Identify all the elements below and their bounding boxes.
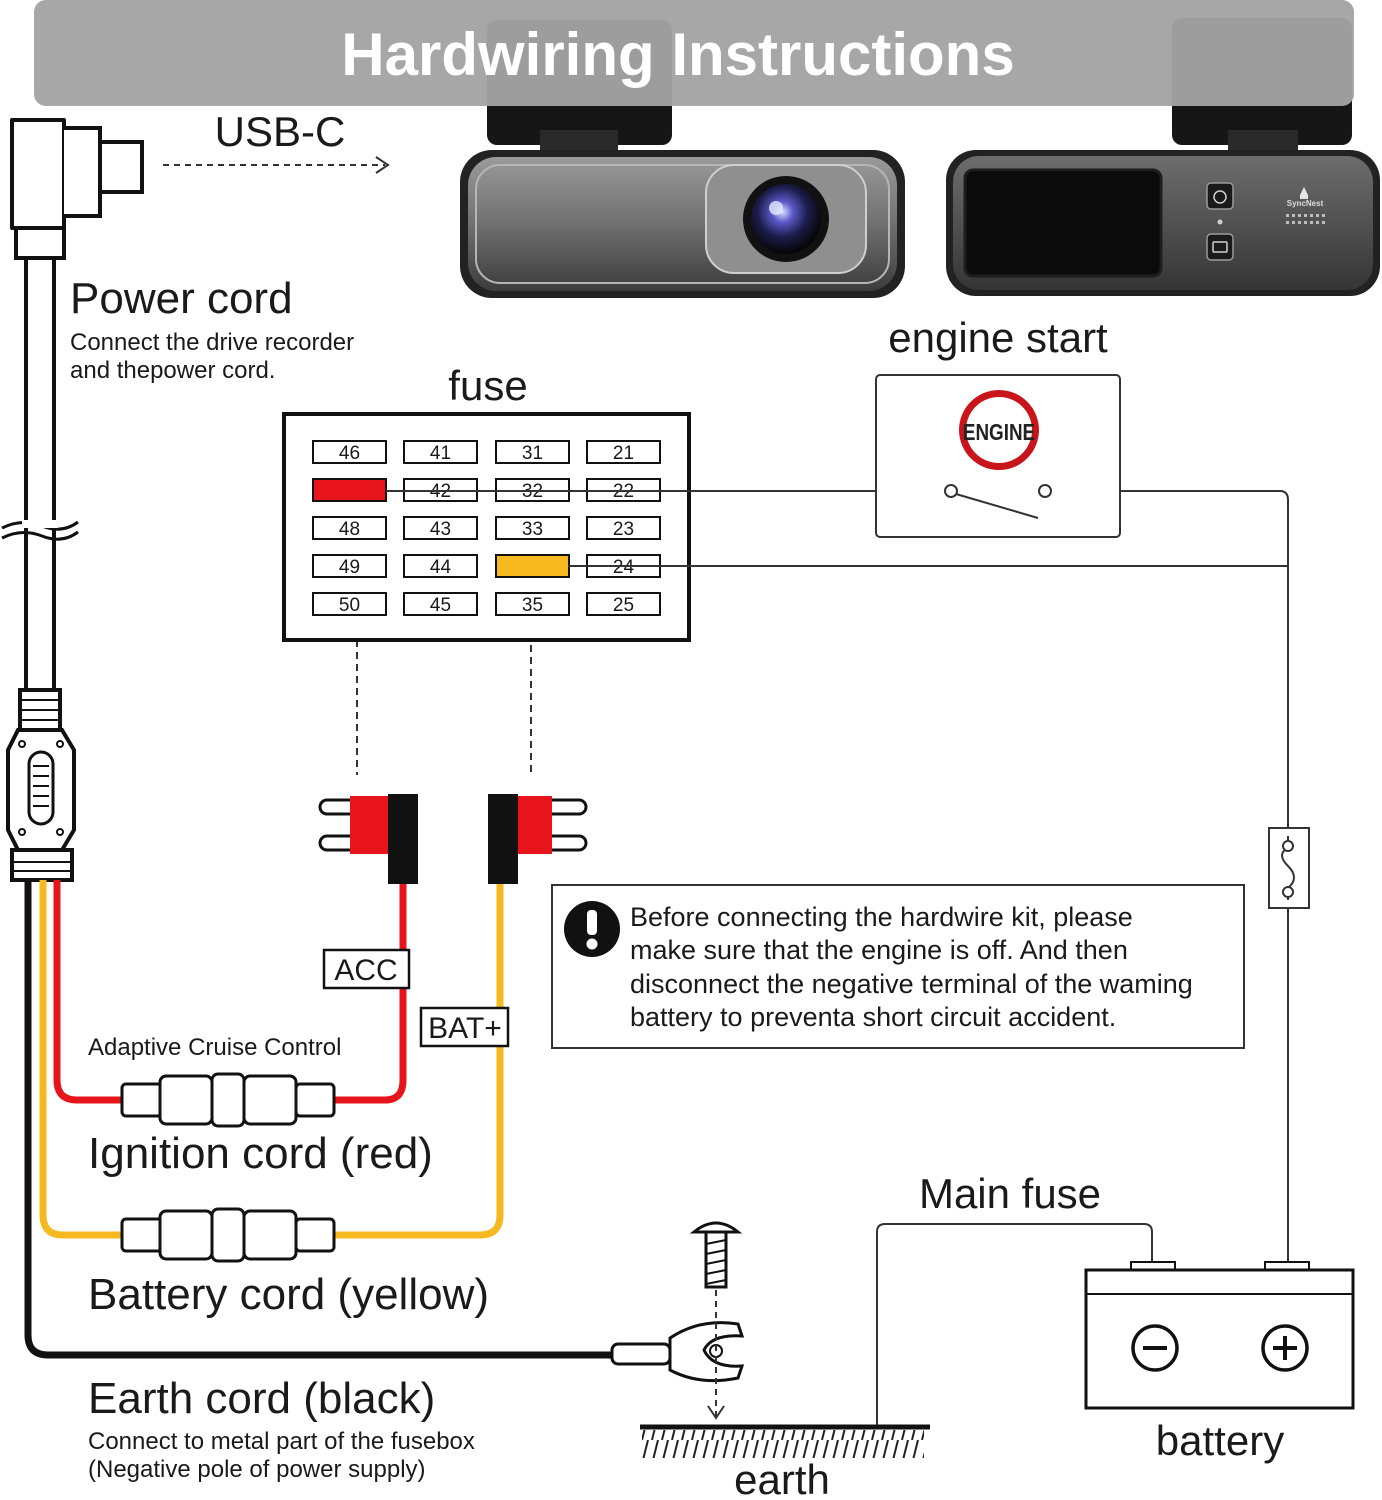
negative-lead-line — [876, 1223, 1153, 1425]
fuse-slot — [403, 554, 478, 578]
inline-fuse-yellow — [120, 1207, 336, 1263]
battery-label: battery — [1156, 1417, 1284, 1464]
page-title: Hardwiring Instructions — [341, 21, 1014, 88]
fuse-slot — [586, 440, 661, 464]
arrow-down-icon — [707, 1405, 725, 1420]
power-cable — [1, 256, 79, 882]
arrow-right-icon — [375, 156, 390, 174]
power-cord-title: Power cord — [70, 274, 293, 323]
fuse-tap-acc — [318, 794, 418, 884]
main-fuse-symbol — [1268, 827, 1310, 909]
fuse-tap-bat — [488, 794, 588, 884]
fuse-slot — [403, 440, 478, 464]
car-battery — [1084, 1261, 1355, 1410]
battery-wire-yellow-left — [39, 880, 122, 1239]
acc-tag — [322, 948, 411, 990]
usb-c-connector — [10, 118, 144, 260]
warning-line-3: disconnect the negative terminal of the … — [630, 969, 1193, 999]
fuse-slot — [312, 516, 387, 540]
switch-symbol — [944, 484, 1052, 519]
fuse-slot — [403, 516, 478, 540]
fuse-box-label: fuse — [448, 362, 527, 409]
ignition-cord-label: Ignition cord (red) — [88, 1129, 433, 1178]
fuse-slot — [312, 554, 387, 578]
warning-box — [551, 884, 1245, 1049]
fuse-slot-number: 50 — [339, 595, 360, 616]
exclamation-icon — [564, 901, 620, 957]
engine-start-label: engine start — [888, 314, 1108, 361]
fuse-slot-number: 49 — [339, 557, 360, 578]
fuse-slot-number: 41 — [430, 443, 451, 464]
bat-tag-label: BAT+ — [428, 1012, 502, 1045]
fuse-slot-number: 44 — [430, 557, 452, 578]
brand-label: SyncNest — [1287, 199, 1324, 208]
title-bar — [34, 0, 1354, 106]
fuse-slot — [312, 440, 387, 464]
fuse-slot — [495, 440, 570, 464]
inline-fuse-red — [120, 1072, 336, 1128]
bat-tag — [419, 1006, 510, 1048]
fuse-slot — [312, 592, 387, 616]
fuse-slot-number: 25 — [613, 595, 634, 616]
fuse-slot-number: 43 — [430, 519, 451, 540]
positive-terminal-icon — [1261, 1324, 1309, 1372]
earth-wire-black — [24, 880, 612, 1359]
fuse-slot-highlighted — [495, 554, 570, 578]
battery-wire-yellow-right — [334, 880, 504, 1239]
fuse-slot — [586, 516, 661, 540]
earth-label: earth — [734, 1456, 830, 1500]
fuse-slot-number: 45 — [430, 595, 451, 616]
fuse-slot-number: 48 — [339, 519, 360, 540]
warning-line-1: Before connecting the hardwire kit, plea… — [630, 902, 1133, 932]
battery-cord-label: Battery cord (yellow) — [88, 1270, 489, 1319]
earth-cord-desc-line2: (Negative pole of power supply) — [88, 1456, 426, 1483]
negative-terminal-icon — [1131, 1324, 1179, 1372]
warning-line-2: make sure that the engine is off. And th… — [630, 935, 1128, 965]
engine-badge-label: ENGINE — [963, 420, 1035, 445]
warning-line-4: battery to preventa short circuit accide… — [630, 1002, 1116, 1032]
dashcam-front-illustration — [460, 20, 905, 298]
ignition-wire-red-right — [334, 880, 407, 1104]
fuse-slot-number: 21 — [613, 443, 634, 464]
fuse-slot-number: 35 — [522, 595, 543, 616]
acc-tag-label: ACC — [334, 954, 397, 987]
screw-icon — [689, 1221, 743, 1289]
usb-c-label: USB-C — [215, 108, 346, 155]
earth-cord-label: Earth cord (black) — [88, 1374, 435, 1423]
fuse-slot-number: 23 — [613, 519, 634, 540]
ignition-wire-red-left — [53, 880, 122, 1104]
fuse-slot — [586, 592, 661, 616]
power-cord-desc-line2: and thepower cord. — [70, 357, 275, 384]
engine-button-icon: ENGINE — [959, 390, 1039, 470]
earth-cord-desc-line1: Connect to metal part of the fusebox — [88, 1428, 475, 1455]
ring-terminal — [610, 1321, 745, 1383]
fuse-slot-highlighted — [312, 478, 387, 502]
fuse-slot-number: 31 — [522, 443, 543, 464]
fuse-slot — [495, 516, 570, 540]
fuse-slot-number: 33 — [522, 519, 543, 540]
ground-symbol — [640, 1424, 930, 1458]
fuse-slot — [403, 592, 478, 616]
adaptive-cruise-label: Adaptive Cruise Control — [88, 1034, 341, 1061]
fuse-slot-number: 46 — [339, 443, 360, 464]
fuse-slot — [495, 592, 570, 616]
acc-circuit-line-right — [1045, 490, 1289, 828]
fuse-slot-number: 24 — [613, 557, 635, 578]
power-cord-desc-line1: Connect the drive recorder — [70, 329, 354, 356]
main-fuse-label: Main fuse — [919, 1170, 1101, 1217]
